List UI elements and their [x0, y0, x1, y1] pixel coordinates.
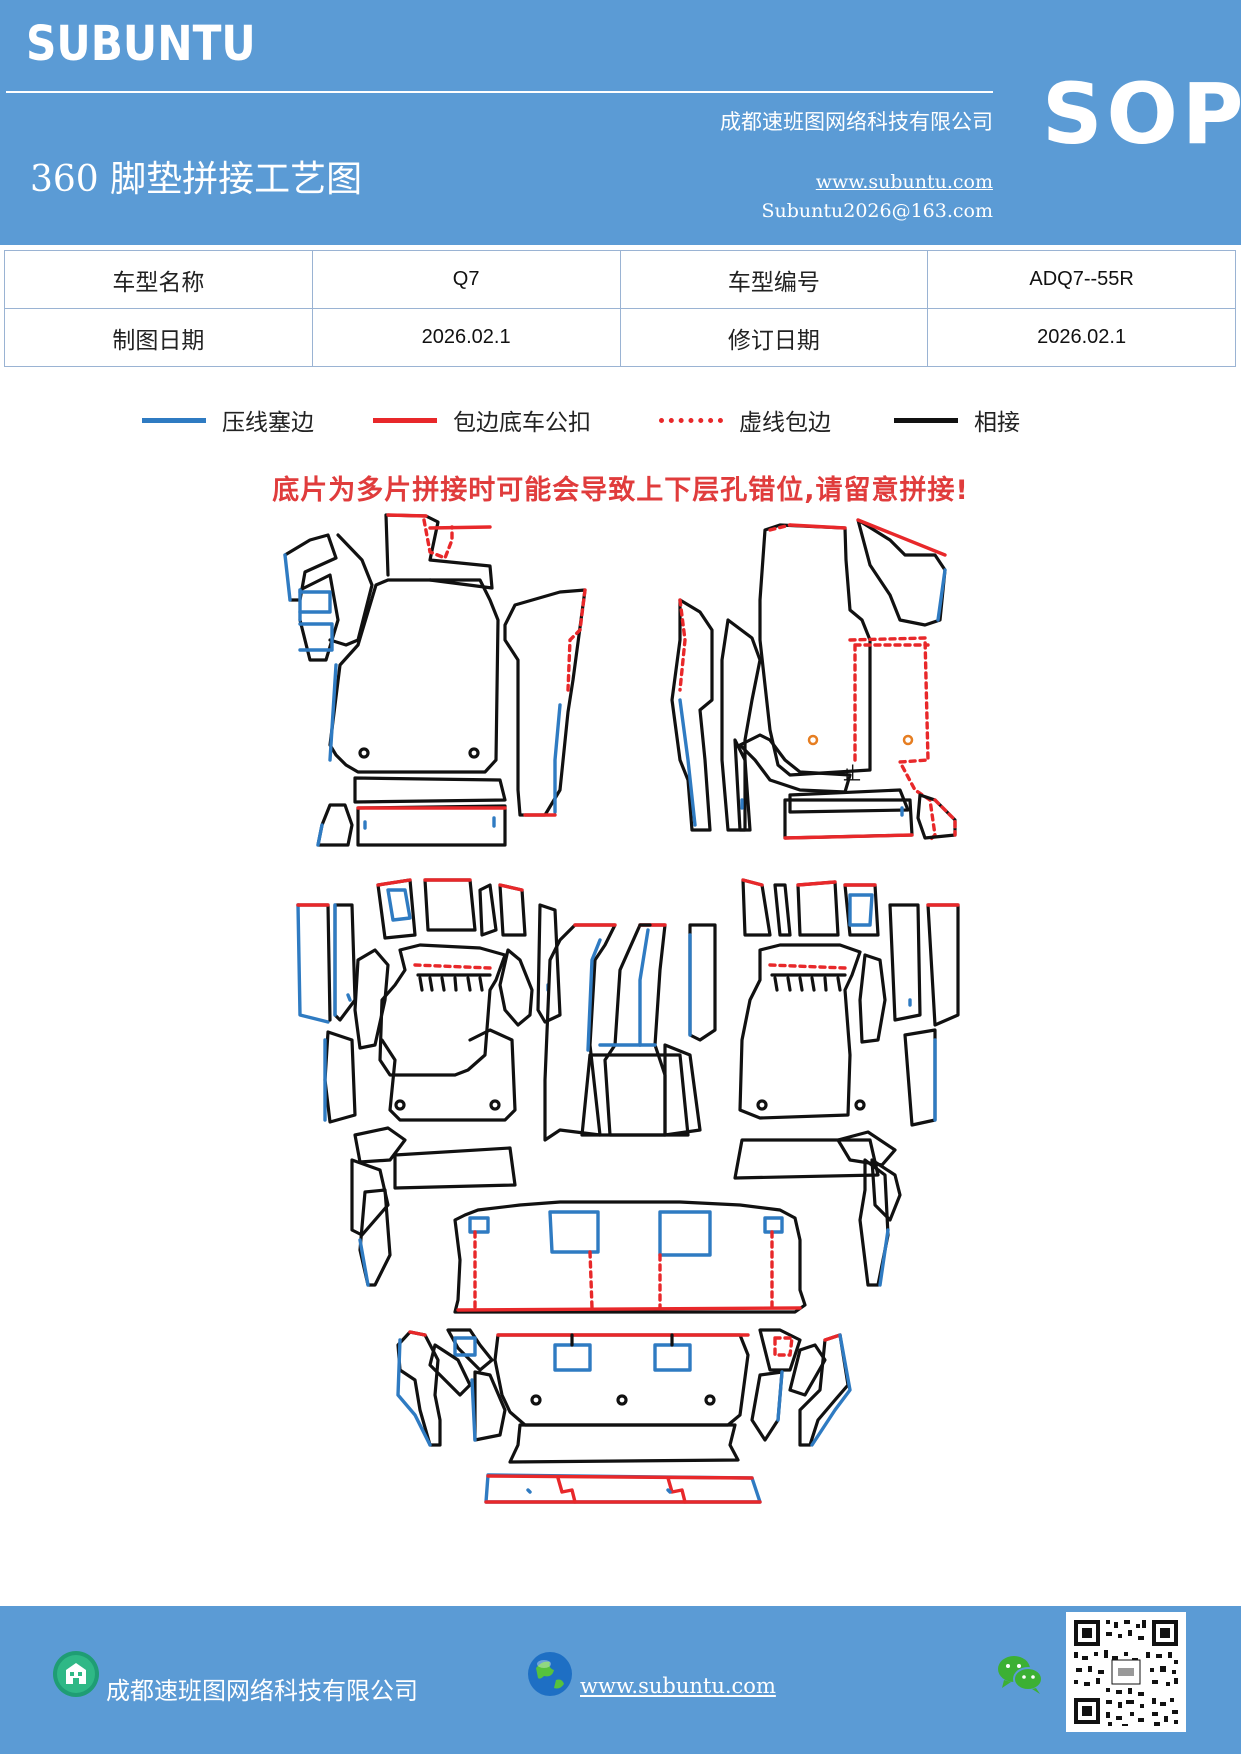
splice-warning: 底片为多片拼接时可能会导致上下层孔错位,请留意拼接! — [272, 475, 969, 506]
vehicle-info-table: 车型名称 Q7 车型编号 ADQ7--55R 制图日期 2026.02.1 修订… — [4, 250, 1236, 367]
footer-banner: 成都速班图网络科技有限公司 www.subuntu.com — [0, 1606, 1241, 1754]
legend-red-dotted-line — [659, 417, 723, 423]
legend-label: 压线塞边 — [222, 410, 314, 436]
header-website-link[interactable]: www.subuntu.com — [815, 171, 993, 193]
document-title: 360 脚垫拼接工艺图 — [30, 159, 363, 200]
revision-date-label: 修订日期 — [619, 308, 929, 367]
legend-label: 虚线包边 — [739, 410, 831, 436]
middle-left-mat-set — [296, 878, 617, 1287]
legend-black-line — [894, 417, 958, 423]
revision-date-value: 2026.02.1 — [927, 308, 1236, 367]
model-name-value: Q7 — [311, 250, 621, 309]
globe-icon — [528, 1652, 572, 1696]
model-code-value: ADQ7--55R — [927, 250, 1236, 309]
footer-company-name: 成都速班图网络科技有限公司 — [106, 1677, 418, 1705]
draw-date-value: 2026.02.1 — [311, 308, 621, 367]
model-code-label: 车型编号 — [619, 250, 929, 309]
brand-logo: SUBUNTU — [26, 16, 256, 72]
legend-blue-line — [142, 417, 206, 423]
line-legend: 压线塞边 包边底车公扣 虚线包边 相接 — [0, 395, 1241, 445]
legend-label: 相接 — [974, 410, 1020, 436]
footer-website-link[interactable]: www.subuntu.com — [580, 1674, 776, 1698]
legend-red-line — [373, 417, 437, 423]
header-email: Subuntu2026@163.com — [761, 200, 993, 222]
third-row-mat-set — [396, 1328, 852, 1504]
table-row: 制图日期 2026.02.1 修订日期 2026.02.1 — [4, 308, 1236, 367]
middle-right-mat-set — [638, 878, 960, 1287]
header-divider — [6, 91, 993, 93]
company-icon — [53, 1651, 99, 1697]
qr-code — [1066, 1612, 1186, 1732]
legend-item-joint: 相接 — [894, 395, 1020, 445]
floor-mat-splice-diagram: .k{stroke:#111;stroke-width:3.2} .b{stro… — [283, 513, 960, 1504]
sop-badge: SOP — [1042, 65, 1241, 163]
legend-label: 包边底车公扣 — [453, 410, 591, 436]
rear-cargo-mat — [453, 1200, 807, 1314]
header-company-name: 成都速班图网络科技有限公司 — [720, 110, 993, 134]
front-right-mat-set: 止 — [670, 518, 957, 842]
legend-item-dotted-edge: 虚线包边 — [659, 395, 831, 445]
legend-item-press-line: 压线塞边 — [142, 395, 314, 445]
header-banner: SUBUNTU 360 脚垫拼接工艺图 成都速班图网络科技有限公司 www.su… — [0, 0, 1241, 245]
legend-item-wrap-edge: 包边底车公扣 — [373, 395, 591, 445]
wechat-icon[interactable] — [996, 1652, 1044, 1696]
front-left-mat-set — [283, 513, 587, 847]
table-row: 车型名称 Q7 车型编号 ADQ7--55R — [4, 250, 1236, 309]
model-name-label: 车型名称 — [4, 250, 313, 309]
draw-date-label: 制图日期 — [4, 308, 313, 367]
